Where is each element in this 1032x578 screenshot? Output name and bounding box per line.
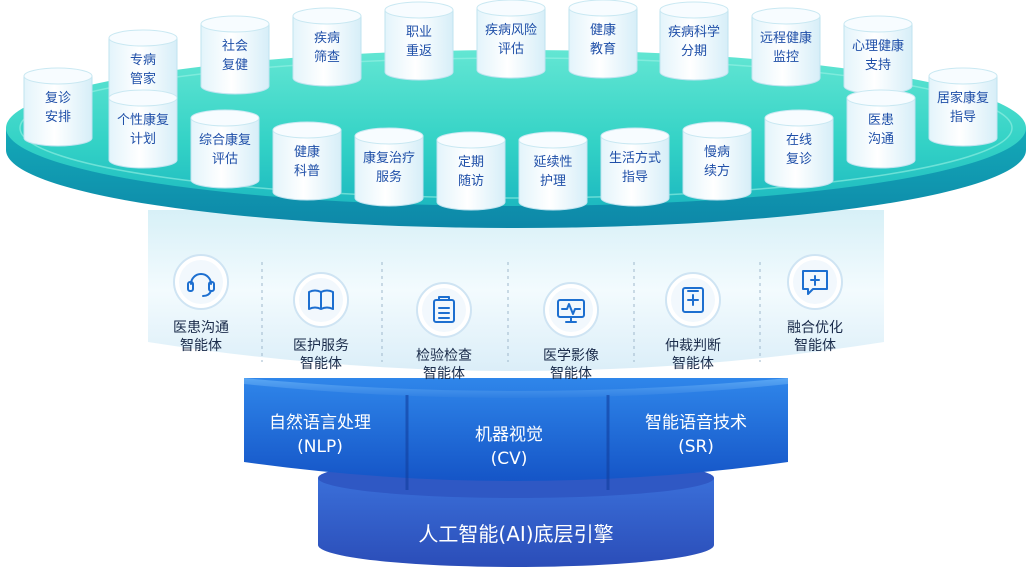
technology-label-line2: (CV) [491, 449, 528, 469]
technology-label-line2: (NLP) [297, 437, 343, 457]
service-label-line2: 监控 [773, 50, 799, 65]
technology-label-line1: 自然语言处理 [269, 413, 371, 433]
service-label-line1: 医患 [868, 113, 894, 128]
service-label-line2: 沟通 [868, 132, 894, 147]
agent-label-line1: 医患沟通 [173, 320, 229, 336]
agent-label-line1: 医学影像 [543, 348, 599, 364]
service-label-line1: 综合康复 [199, 132, 251, 148]
service-label-line2: 分期 [681, 44, 707, 59]
service-label-line2: 重返 [406, 43, 432, 59]
service-label-line2: 随访 [458, 174, 484, 189]
clipboard-icon [433, 296, 455, 323]
technology-layer: 自然语言处理 (NLP) 机器视觉 (CV) 智能语音技术 (SR) [244, 378, 788, 490]
agent-layer: 医患沟通智能体医护服务智能体检验检查智能体医学影像智能体仲裁判断智能体融合优化智… [148, 210, 884, 382]
service-label-line1: 疾病 [314, 31, 340, 46]
monitor-pulse-icon [557, 299, 585, 323]
service-label-line2: 复健 [222, 58, 248, 73]
agent-label-line2: 智能体 [180, 338, 222, 354]
service-label-line2: 筛查 [314, 50, 340, 65]
service-label-line1: 生活方式 [609, 150, 661, 166]
service-label-line2: 教育 [590, 41, 616, 57]
agent-label-line2: 智能体 [550, 366, 592, 382]
service-label-line1: 慢病 [704, 144, 730, 160]
service-label-line1: 疾病科学 [668, 24, 720, 40]
technology-label-line2: (SR) [678, 437, 714, 457]
service-label-line2: 护理 [540, 174, 566, 189]
service-label-line2: 支持 [865, 58, 891, 73]
service-label-line1: 延续性 [533, 155, 572, 170]
agent-label-line2: 智能体 [672, 356, 714, 372]
agent-label-line2: 智能体 [794, 338, 836, 354]
service-cylinder: 医患沟通 [846, 89, 916, 169]
agent-label-line1: 医护服务 [293, 338, 349, 354]
book-icon [308, 289, 334, 310]
agent-label-line1: 仲裁判断 [665, 338, 721, 354]
service-label-line2: 安排 [45, 110, 71, 125]
document-plus-icon [682, 287, 704, 313]
service-label-line1: 疾病风险 [485, 23, 537, 38]
service-label-line1: 健康 [590, 22, 616, 38]
agent-label-line1: 融合优化 [787, 320, 843, 336]
service-label-line2: 评估 [498, 42, 524, 57]
agent-label-line1: 检验检查 [416, 348, 472, 364]
technology-label-line1: 机器视觉 [475, 425, 543, 445]
service-label-line1: 职业 [406, 25, 432, 40]
service-label-line2: 复诊 [786, 152, 812, 167]
service-label-line1: 专病 [130, 53, 156, 68]
service-label-line1: 心理健康 [852, 38, 904, 54]
service-label-line2: 评估 [212, 152, 238, 167]
service-label-line1: 复诊 [45, 91, 71, 106]
headset-icon [187, 273, 215, 297]
service-label-line1: 康复治疗 [363, 150, 415, 166]
service-label-line2: 科普 [294, 164, 320, 179]
service-label-line2: 指导 [950, 110, 976, 125]
service-label-line1: 健康 [294, 144, 320, 160]
service-label-line1: 在线 [786, 133, 812, 148]
technology-label-line1: 智能语音技术 [645, 413, 747, 433]
service-label-line1: 定期 [458, 155, 484, 170]
service-label-line1: 社会 [222, 38, 248, 54]
service-label-line1: 个性康复 [117, 112, 169, 128]
service-label-line1: 远程健康 [760, 30, 812, 46]
service-label-line2: 续方 [704, 163, 730, 179]
service-label-line2: 指导 [622, 170, 648, 185]
service-label-line2: 计划 [130, 132, 156, 147]
service-label-line2: 服务 [376, 169, 402, 185]
service-platform: 复诊安排专病管家社会复健疾病筛查职业重返疾病风险评估健康教育疾病科学分期远程健康… [6, 0, 1026, 228]
agent-label-line2: 智能体 [300, 356, 342, 372]
chat-plus-icon [802, 270, 828, 295]
engine-label: 人工智能(AI)底层引擎 [418, 522, 613, 546]
agent-label-line2: 智能体 [423, 366, 465, 382]
service-label-line1: 居家康复 [937, 90, 989, 106]
service-label-line2: 管家 [130, 71, 156, 87]
